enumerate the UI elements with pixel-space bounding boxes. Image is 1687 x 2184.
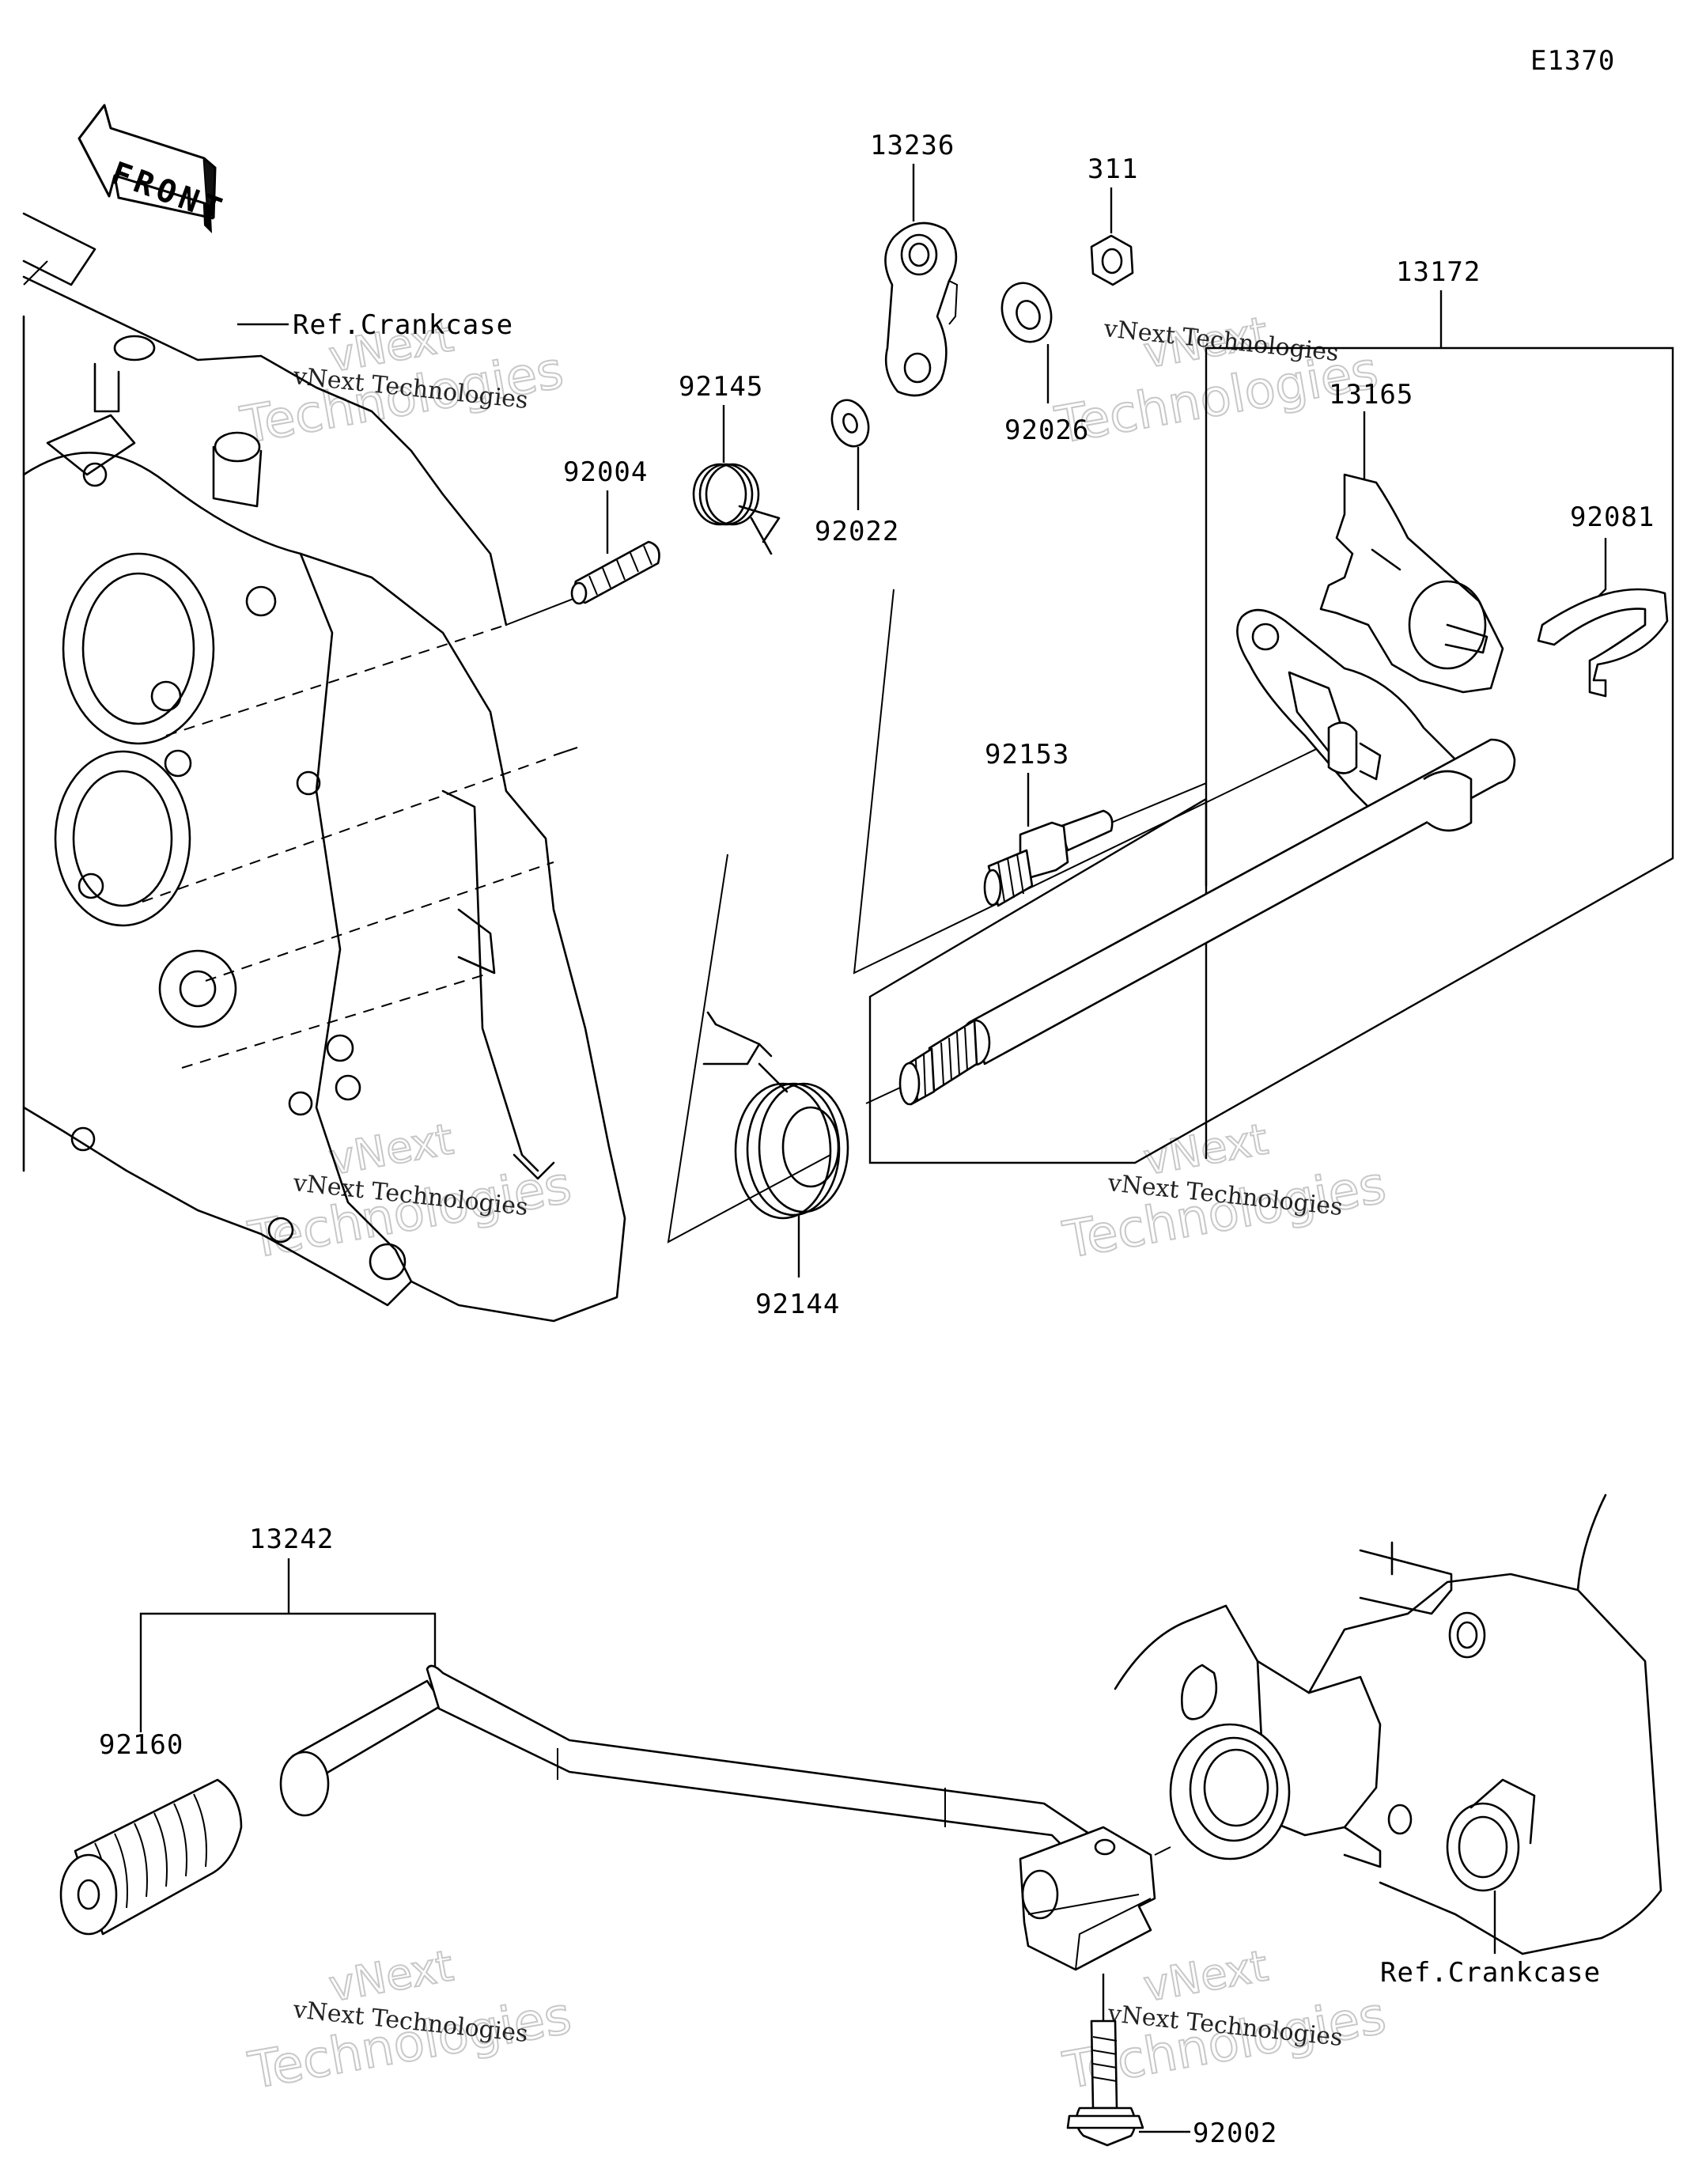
- part-92022-washer: 92022: [815, 399, 899, 547]
- part-92004-pin: 92004: [563, 456, 660, 605]
- part-13242-shift-pedal-assembly: 13242: [139, 1524, 1156, 1971]
- crankcase-top-left: [22, 212, 626, 1323]
- label-92145: 92145: [679, 371, 763, 403]
- label-13165: 13165: [1329, 379, 1413, 411]
- part-92160-pedal-rubber: 92160: [59, 1729, 243, 1936]
- part-shift-shaft-arm: [865, 608, 1516, 1106]
- part-311-nut: 311: [1087, 153, 1138, 286]
- label-92002: 92002: [1193, 2118, 1277, 2149]
- ref-crankcase-bottom-label: Ref.Crankcase: [1380, 1957, 1601, 1989]
- label-13172: 13172: [1396, 256, 1481, 288]
- watermark-brand-text: vNext: [1140, 1940, 1271, 2011]
- part-92081-clip: 92081: [1537, 502, 1669, 698]
- label-92144: 92144: [755, 1289, 840, 1320]
- part-92145-spring: 92145: [679, 371, 781, 555]
- alignment-dashed-lines: [142, 596, 578, 1069]
- part-92026-collar: 92026: [1000, 282, 1089, 446]
- crankcase-bottom-right: Ref.Crankcase: [1114, 1493, 1662, 1989]
- label-13236: 13236: [870, 130, 955, 161]
- part-13165-plate: 13165: [1319, 379, 1504, 694]
- watermark-mid-right: Technologies vNext vNext Technologies: [1058, 1113, 1391, 1271]
- watermark-mid-left: Technologies vNext vNext Technologies: [244, 1113, 577, 1271]
- ref-crankcase-top-label: Ref.Crankcase: [293, 309, 513, 341]
- label-92153: 92153: [985, 739, 1069, 770]
- label-92081: 92081: [1570, 502, 1655, 533]
- label-92160: 92160: [99, 1729, 183, 1761]
- part-92144-return-spring: 92144: [702, 1011, 849, 1320]
- label-92004: 92004: [563, 456, 648, 488]
- part-92002-bolt: 92002: [1066, 1974, 1277, 2149]
- label-92026: 92026: [1004, 414, 1089, 446]
- front-arrow-badge: FRONT: [78, 104, 231, 233]
- label-13242: 13242: [249, 1524, 334, 1555]
- label-92022: 92022: [815, 516, 899, 547]
- watermark-bottom-left: Technologies vNext vNext Technologies: [244, 1940, 577, 2102]
- part-13236-shift-lever: 13236: [870, 130, 959, 397]
- label-311: 311: [1087, 153, 1138, 185]
- part-13172-assembly-bracket: 13172: [868, 256, 1674, 1164]
- assembly-break-lines: [667, 589, 1361, 1243]
- part-92153-stud: 92153: [983, 739, 1207, 907]
- diagram-code: E1370: [1530, 45, 1615, 77]
